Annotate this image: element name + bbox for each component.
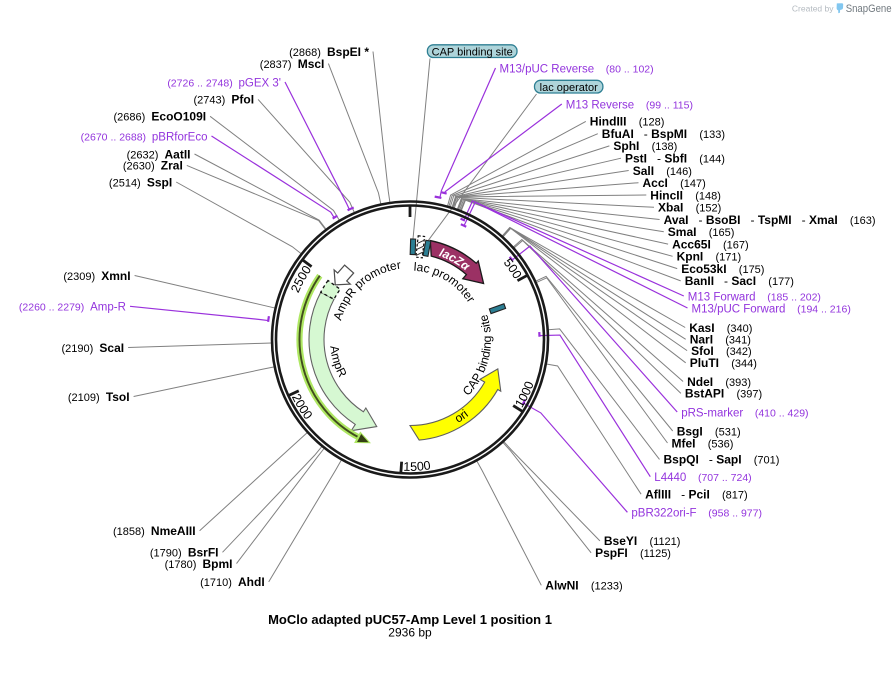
svg-text:MoClo adapted pUC57-Amp Level: MoClo adapted pUC57-Amp Level 1 position… xyxy=(268,612,552,627)
svg-text:BsgI (531): BsgI (531) xyxy=(677,424,741,438)
svg-text:SfoI (342): SfoI (342) xyxy=(691,344,752,358)
svg-text:PluTI (344): PluTI (344) xyxy=(690,356,757,370)
svg-text:SnapGene: SnapGene xyxy=(846,3,892,15)
svg-text:(2670 .. 2688) pBRforEco: (2670 .. 2688) pBRforEco xyxy=(81,131,208,143)
svg-text:AflIII - PciI (817): AflIII - PciI (817) xyxy=(645,488,748,502)
svg-text:(2514) SspI: (2514) SspI xyxy=(109,175,172,189)
svg-text:KasI (340): KasI (340) xyxy=(689,321,752,335)
svg-text:Created by: Created by xyxy=(792,4,834,14)
svg-text:Acc65I (167): Acc65I (167) xyxy=(672,237,749,251)
svg-text:BstAPI (397): BstAPI (397) xyxy=(685,387,762,401)
svg-text:(2686) EcoO109I: (2686) EcoO109I xyxy=(113,110,206,124)
svg-text:M13/pUC Reverse (80 .. 102): M13/pUC Reverse (80 .. 102) xyxy=(500,63,654,75)
svg-text:SalI (146): SalI (146) xyxy=(633,164,692,178)
svg-text:(2868) BspEI *: (2868) BspEI * xyxy=(289,45,369,59)
svg-text:(2309) XmnI: (2309) XmnI xyxy=(63,269,130,283)
svg-text:pBR322ori-F (958 .. 977): pBR322ori-F (958 .. 977) xyxy=(631,508,762,520)
svg-text:XbaI (152): XbaI (152) xyxy=(658,201,721,215)
svg-text:SmaI (165): SmaI (165) xyxy=(668,225,735,239)
svg-text:M13 Forward (185 .. 202): M13 Forward (185 .. 202) xyxy=(688,291,821,303)
svg-text:HindIII (128): HindIII (128) xyxy=(590,115,665,129)
svg-text:M13 Reverse (99 .. 115): M13 Reverse (99 .. 115) xyxy=(566,99,693,111)
svg-text:KpnI (171): KpnI (171) xyxy=(677,250,742,264)
svg-text:lac operator: lac operator xyxy=(540,82,598,94)
svg-text:HincII (148): HincII (148) xyxy=(650,188,721,202)
svg-text:SphI (138): SphI (138) xyxy=(613,139,677,153)
svg-text:AccI (147): AccI (147) xyxy=(643,176,706,190)
svg-text:(2260 .. 2279) Amp-R: (2260 .. 2279) Amp-R xyxy=(19,302,126,314)
svg-text:NarI (341): NarI (341) xyxy=(690,333,751,347)
svg-text:L4440 (707 .. 724): L4440 (707 .. 724) xyxy=(654,472,751,484)
svg-text:(1858) NmeAIII: (1858) NmeAIII xyxy=(113,524,196,538)
svg-text:(2726 .. 2748) pGEX 3': (2726 .. 2748) pGEX 3' xyxy=(167,77,281,89)
svg-text:(1790) BsrFI: (1790) BsrFI xyxy=(150,546,219,560)
svg-text:2936 bp: 2936 bp xyxy=(388,626,432,640)
svg-text:NdeI (393): NdeI (393) xyxy=(687,375,751,389)
svg-text:pRS-marker (410 .. 429): pRS-marker (410 .. 429) xyxy=(681,407,808,419)
svg-text:(1710) AhdI: (1710) AhdI xyxy=(200,575,265,589)
svg-text:PspFI (1125): PspFI (1125) xyxy=(595,546,671,560)
svg-text:(2743) PfoI: (2743) PfoI xyxy=(194,93,255,107)
svg-text:(2109) TsoI: (2109) TsoI xyxy=(68,390,130,404)
svg-text:M13/pUC Forward (194 .. 216: M13/pUC Forward (194 .. 216) xyxy=(692,303,851,315)
svg-text:BspQI - SapI (701): BspQI - SapI (701) xyxy=(664,453,780,467)
svg-text:(2632) AatII: (2632) AatII xyxy=(127,147,191,161)
svg-text:CAP binding site: CAP binding site xyxy=(432,46,513,58)
svg-text:1500: 1500 xyxy=(403,458,431,474)
svg-text:(1780) BpmI: (1780) BpmI xyxy=(165,557,233,571)
svg-text:PstI - SbfI (144): PstI - SbfI (144) xyxy=(625,152,725,166)
svg-text:BseYI (1121): BseYI (1121) xyxy=(604,534,681,548)
svg-text:(2630) ZraI: (2630) ZraI xyxy=(123,159,183,173)
svg-text:MfeI (536): MfeI (536) xyxy=(672,436,734,450)
svg-text:AlwNI (1233): AlwNI (1233) xyxy=(545,579,622,593)
svg-text:(2190) ScaI: (2190) ScaI xyxy=(61,341,124,355)
svg-text:BfuAI - BspMI (133): BfuAI - BspMI (133) xyxy=(602,127,725,141)
svg-text:BanII - SacI (177): BanII - SacI (177) xyxy=(685,274,794,288)
svg-text:Eco53kI (175): Eco53kI (175) xyxy=(681,262,764,276)
svg-text:AvaI - BsoBI - TspMI - X: AvaI - BsoBI - TspMI - XmaI (163) xyxy=(664,213,876,227)
svg-text:(2837) MscI: (2837) MscI xyxy=(260,57,325,71)
